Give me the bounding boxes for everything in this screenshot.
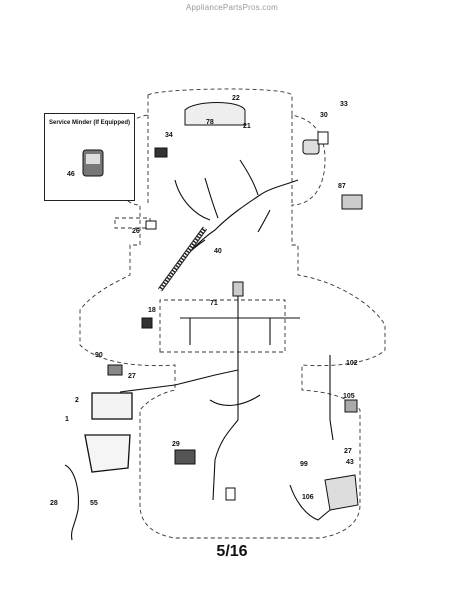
callout-label: 71 [210, 300, 218, 307]
components [84, 102, 363, 511]
callout-label: 26 [132, 228, 140, 235]
service-minder-inset: Service Minder (If Equipped) 46 [44, 113, 135, 201]
solenoid-29 [174, 449, 196, 465]
callout-label: 27 [344, 448, 352, 455]
callout-label: 34 [165, 132, 173, 139]
callout-label: 90 [95, 352, 103, 359]
connector-222 [225, 487, 236, 501]
service-minder-drawing: 46 [67, 149, 104, 178]
callout-label: 1 [65, 416, 69, 423]
callout-label: 21 [243, 123, 251, 130]
solenoid-43 [324, 474, 359, 511]
battery-tray [84, 434, 131, 473]
callout-label: 102 [346, 360, 358, 367]
switch-105 [344, 399, 358, 413]
callout-label: 99 [300, 461, 308, 468]
callout-label: 78 [206, 119, 214, 126]
callout-label: 106 [302, 494, 314, 501]
fuse-26 [145, 220, 157, 230]
callout-label: 46 [67, 171, 75, 178]
switch-30 [302, 139, 320, 155]
ignition-switch [184, 102, 246, 126]
relay-90 [107, 364, 123, 376]
callout-label: 18 [148, 307, 156, 314]
callout-label: 28 [50, 500, 58, 507]
callout-label: 33 [340, 101, 348, 108]
fuse-71 [232, 281, 244, 297]
page-number: 5/16 [216, 543, 248, 560]
wiring-harness [64, 159, 334, 541]
callout-label: 87 [338, 183, 346, 190]
module-87 [341, 194, 363, 210]
callout-label: 30 [320, 112, 328, 119]
callout-label: 22 [232, 95, 240, 102]
harness-loom [157, 226, 208, 292]
callout-labels: 22 21 78 30 33 34 87 26 40 18 71 90 27 1… [50, 95, 358, 507]
inset-title: Service Minder (If Equipped) [48, 120, 130, 126]
callout-label: 55 [90, 500, 98, 507]
battery [91, 392, 133, 420]
site-watermark: AppliancePartsPros.com [186, 3, 278, 12]
switch-33 [317, 131, 329, 145]
switch-34 [154, 147, 168, 158]
callout-label: 105 [343, 393, 355, 400]
callout-label: 43 [346, 459, 354, 466]
callout-label: 27 [128, 373, 136, 380]
callout-label: 2 [75, 397, 79, 404]
callout-label: 40 [214, 248, 222, 255]
connector-18 [141, 317, 153, 329]
callout-label: 29 [172, 441, 180, 448]
